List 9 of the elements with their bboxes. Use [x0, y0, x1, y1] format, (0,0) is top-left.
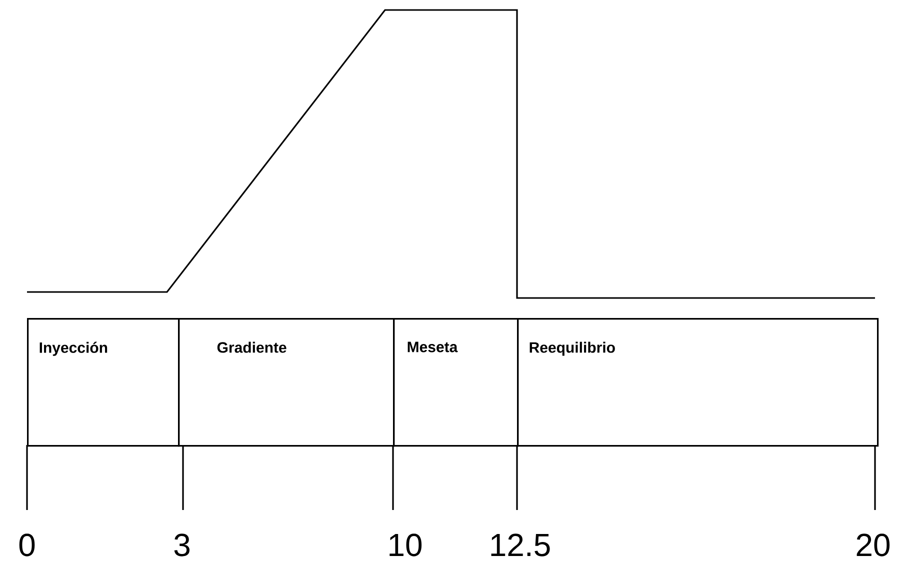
phase-segment: Gradiente: [178, 318, 395, 447]
axis-tick-label: 3: [174, 534, 190, 556]
axis-tick-label: 20: [856, 534, 890, 556]
axis-tick-label: 0: [19, 534, 35, 556]
axis-tick-label: 12.5: [491, 534, 550, 556]
phase-segment: Inyección: [27, 318, 180, 447]
axis-tick-label: 10: [390, 534, 422, 556]
phase-segment: Reequilibrio: [517, 318, 879, 447]
phase-segment: Meseta: [393, 318, 519, 447]
